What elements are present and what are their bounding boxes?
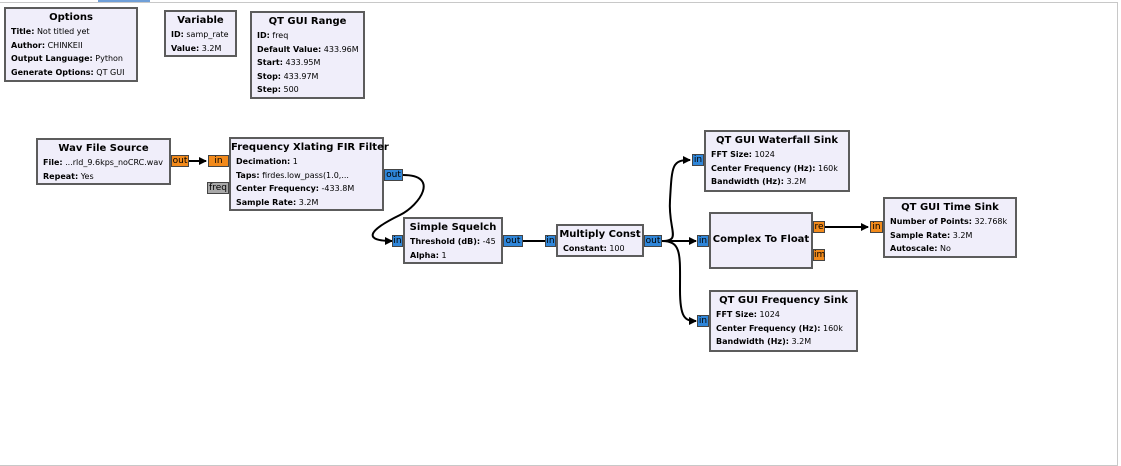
wav-file-source-block[interactable]: Wav File Source File: ...rld_9.6kps_noCR… bbox=[36, 138, 171, 185]
qt-range-title: QT GUI Range bbox=[268, 16, 347, 27]
xlating-in-port[interactable]: in bbox=[208, 155, 229, 167]
xlating-title: Frequency Xlating FIR Filter bbox=[231, 142, 389, 153]
param-row: Bandwidth (Hz): 3.2M bbox=[716, 337, 812, 346]
param-row: Number of Points: 32.768k bbox=[890, 217, 1008, 226]
param-row: Author: CHINKEII bbox=[11, 40, 83, 50]
squelch-in-port[interactable]: in bbox=[392, 235, 403, 247]
xlating-out-port[interactable]: out bbox=[384, 169, 403, 181]
freq-xlating-fir-filter-block[interactable]: Frequency Xlating FIR Filter Decimation:… bbox=[229, 137, 389, 211]
qt-gui-frequency-sink-block[interactable]: QT GUI Frequency Sink FFT Size: 1024 Cen… bbox=[709, 290, 858, 352]
param-row: Autoscale: No bbox=[890, 244, 951, 253]
time-sink-in-port[interactable]: in bbox=[870, 221, 883, 233]
param-row: FFT Size: 1024 bbox=[716, 310, 780, 319]
simple-squelch-block[interactable]: Simple Squelch Threshold (dB): -45 Alpha… bbox=[403, 217, 503, 264]
waterfall-title: QT GUI Waterfall Sink bbox=[715, 135, 839, 146]
c2f-title: Complex To Float bbox=[712, 234, 810, 245]
qt-gui-time-sink-block[interactable]: QT GUI Time Sink Number of Points: 32.76… bbox=[883, 197, 1017, 258]
variable-block[interactable]: Variable ID: samp_rate Value: 3.2M bbox=[164, 10, 237, 57]
param-row: Stop: 433.97M bbox=[257, 71, 319, 81]
param-row: Generate Options: QT GUI bbox=[11, 67, 125, 77]
freq-sink-in-port[interactable]: in bbox=[697, 315, 709, 327]
c2f-re-port[interactable]: re bbox=[813, 221, 825, 233]
options-title: Options bbox=[49, 12, 93, 23]
multiply-title: Multiply Const bbox=[559, 229, 641, 240]
param-row: ID: samp_rate bbox=[171, 30, 229, 39]
param-row: Constant: 100 bbox=[563, 244, 625, 253]
squelch-title: Simple Squelch bbox=[409, 222, 497, 233]
param-row: FFT Size: 1024 bbox=[711, 150, 775, 159]
param-row: Repeat: Yes bbox=[43, 171, 94, 181]
param-row: Bandwidth (Hz): 3.2M bbox=[711, 177, 807, 186]
param-row: Sample Rate: 3.2M bbox=[890, 230, 973, 240]
xlating-freq-port[interactable]: freq bbox=[207, 182, 229, 194]
multiply-const-block[interactable]: Multiply Const Constant: 100 bbox=[556, 224, 644, 257]
param-row: Alpha: 1 bbox=[410, 250, 447, 260]
param-row: Center Frequency (Hz): 160k bbox=[716, 323, 843, 333]
c2f-in-port[interactable]: in bbox=[697, 235, 709, 247]
variable-title: Variable bbox=[177, 15, 224, 26]
param-row: ID: freq bbox=[257, 31, 289, 40]
param-row: Center Frequency (Hz): 160k bbox=[711, 163, 838, 173]
c2f-im-port[interactable]: im bbox=[813, 249, 826, 261]
qt-gui-range-block[interactable]: QT GUI Range ID: freq Default Value: 433… bbox=[250, 11, 365, 99]
complex-to-float-block[interactable]: Complex To Float bbox=[709, 212, 813, 269]
qt-gui-waterfall-sink-block[interactable]: QT GUI Waterfall Sink FFT Size: 1024 Cen… bbox=[704, 130, 850, 192]
param-row: Threshold (dB): -45 bbox=[410, 237, 496, 246]
param-row: File: ...rld_9.6kps_noCRC.wav bbox=[43, 158, 163, 167]
tab-indicator bbox=[98, 0, 150, 2]
options-block[interactable]: Options Title: Not titled yet Author: CH… bbox=[4, 7, 138, 82]
param-row: Taps: firdes.low_pass(1.0,... bbox=[236, 170, 349, 180]
param-row: Title: Not titled yet bbox=[11, 27, 90, 36]
param-row: Step: 500 bbox=[257, 85, 299, 94]
param-row: Default Value: 433.96M bbox=[257, 44, 359, 54]
wav-out-port[interactable]: out bbox=[171, 155, 189, 167]
freq-sink-title: QT GUI Frequency Sink bbox=[719, 295, 848, 306]
wire-multiply-to-waterfall bbox=[661, 156, 691, 242]
time-sink-title: QT GUI Time Sink bbox=[901, 202, 999, 213]
multiply-in-port[interactable]: in bbox=[545, 235, 556, 247]
multiply-out-port[interactable]: out bbox=[644, 235, 662, 247]
param-row: Center Frequency: -433.8M bbox=[236, 184, 355, 193]
param-row: Value: 3.2M bbox=[171, 43, 222, 53]
param-row: Sample Rate: 3.2M bbox=[236, 197, 319, 207]
squelch-out-port[interactable]: out bbox=[503, 235, 523, 247]
wire-xlating-to-squelch bbox=[371, 174, 425, 245]
waterfall-in-port[interactable]: in bbox=[692, 154, 704, 166]
wav-source-title: Wav File Source bbox=[58, 143, 149, 154]
param-row: Start: 433.95M bbox=[257, 58, 321, 67]
param-row: Output Language: Python bbox=[11, 54, 123, 63]
wire-multiply-to-freqsink bbox=[661, 240, 697, 325]
param-row: Decimation: 1 bbox=[236, 157, 298, 166]
